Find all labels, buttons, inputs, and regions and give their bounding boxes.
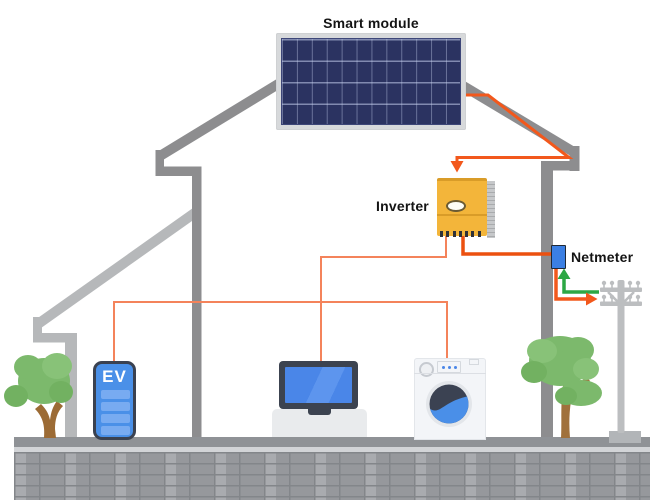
wire-inverter-to-computer <box>320 230 447 363</box>
solar-panel-cells <box>281 38 461 125</box>
netmeter-label: Netmeter <box>571 249 634 265</box>
solar-panel <box>276 33 466 130</box>
monitor-stand <box>308 408 331 415</box>
tree-icon-left <box>4 353 73 438</box>
garage-eave <box>33 333 77 343</box>
inverter-display <box>446 200 466 212</box>
inverter-unit <box>437 178 487 237</box>
inverter-side-panel <box>487 181 495 238</box>
roof-left-edge <box>155 150 164 176</box>
grid-import-wire <box>562 278 599 294</box>
tree-icon-right <box>521 336 602 438</box>
garage-roof-edge <box>33 317 42 342</box>
roof-left-slope <box>157 73 291 161</box>
netmeter-box <box>551 245 566 269</box>
wire-loads-bus <box>113 301 448 362</box>
right-eave <box>541 161 580 171</box>
monitor-screen <box>285 367 352 403</box>
ev-charger: EV <box>93 361 136 440</box>
inverter-label: Inverter <box>376 198 429 214</box>
washer-control-panel <box>437 361 461 373</box>
washing-machine <box>414 358 486 440</box>
roof-right-edge <box>569 146 580 171</box>
ground-strip <box>14 437 650 447</box>
ev-charger-label: EV <box>102 367 127 386</box>
smart-module-label: Smart module <box>323 15 419 31</box>
washer-door <box>426 381 472 427</box>
ground-strip-light <box>14 447 650 452</box>
inverter-connectors <box>440 231 484 237</box>
ev-charger-slat <box>101 402 130 411</box>
arrow-up-icon <box>557 268 571 279</box>
washer-detail <box>469 359 479 365</box>
computer-monitor <box>279 361 358 409</box>
ev-charger-slat <box>101 390 130 399</box>
ev-charger-slat <box>101 414 130 423</box>
left-eave <box>155 166 202 176</box>
wire-panel-to-inverter <box>455 93 574 162</box>
arrow-right-icon <box>586 292 598 306</box>
ev-charger-slat <box>101 426 130 435</box>
washer-knob <box>419 362 434 377</box>
garage-roof-slope <box>35 207 199 329</box>
grid-export-wire <box>554 269 587 301</box>
wire-inverter-to-netmeter <box>461 230 554 256</box>
grid-flow-arrows <box>554 268 599 306</box>
arrow-down-icon <box>450 161 464 173</box>
right-wall <box>541 161 553 437</box>
wiring <box>113 93 574 363</box>
stone-foundation <box>14 452 650 500</box>
utility-pole-icon <box>600 280 642 443</box>
